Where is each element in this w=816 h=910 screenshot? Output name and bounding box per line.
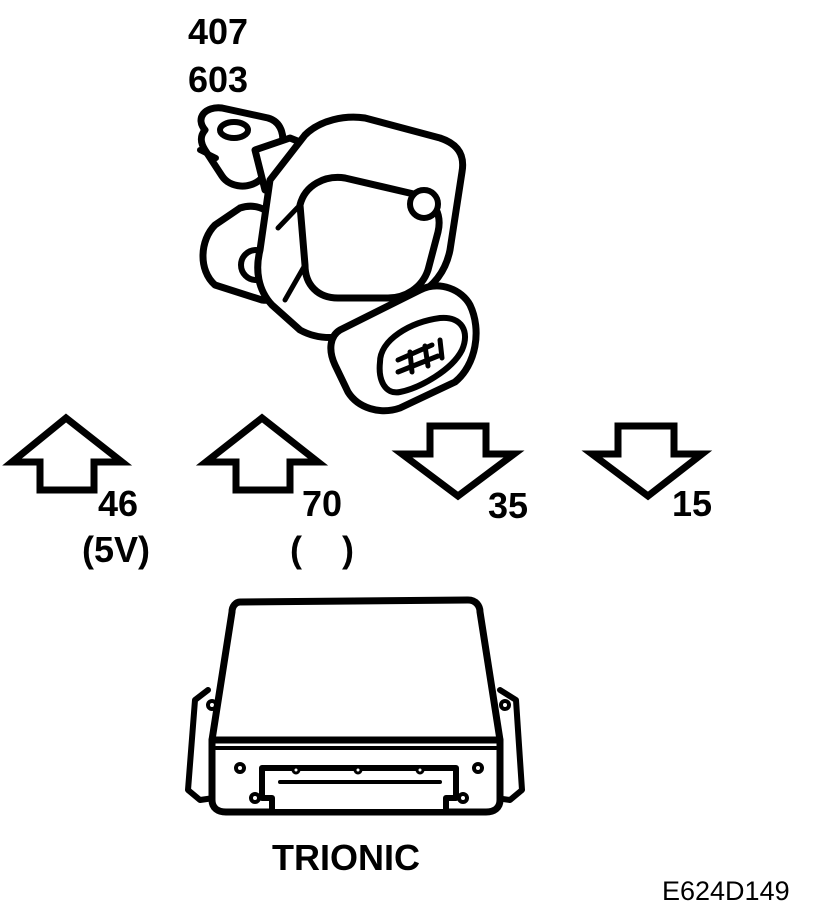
- control-module-icon: [185, 596, 525, 816]
- pin-number-15: 15: [672, 483, 713, 524]
- signal-out-arrow-icon: [581, 422, 713, 501]
- pressure-sensor-icon: [197, 104, 480, 415]
- pin-note-70: ( ): [290, 529, 354, 570]
- pin-number-70: 70: [302, 483, 343, 524]
- signal-out-arrow-icon: [391, 422, 525, 501]
- ecu-label: TRIONIC: [272, 837, 420, 878]
- signal-in-arrow-icon: [195, 413, 329, 494]
- sensor-part-number-1: 407: [188, 11, 249, 52]
- sensor-part-number-2: 603: [188, 59, 249, 100]
- pin-note-46: (5V): [82, 529, 151, 570]
- signal-in-arrow-icon: [2, 413, 133, 494]
- pin-number-35: 35: [488, 485, 529, 526]
- pin-number-46: 46: [98, 483, 139, 524]
- figure-reference: E624D149: [662, 876, 790, 906]
